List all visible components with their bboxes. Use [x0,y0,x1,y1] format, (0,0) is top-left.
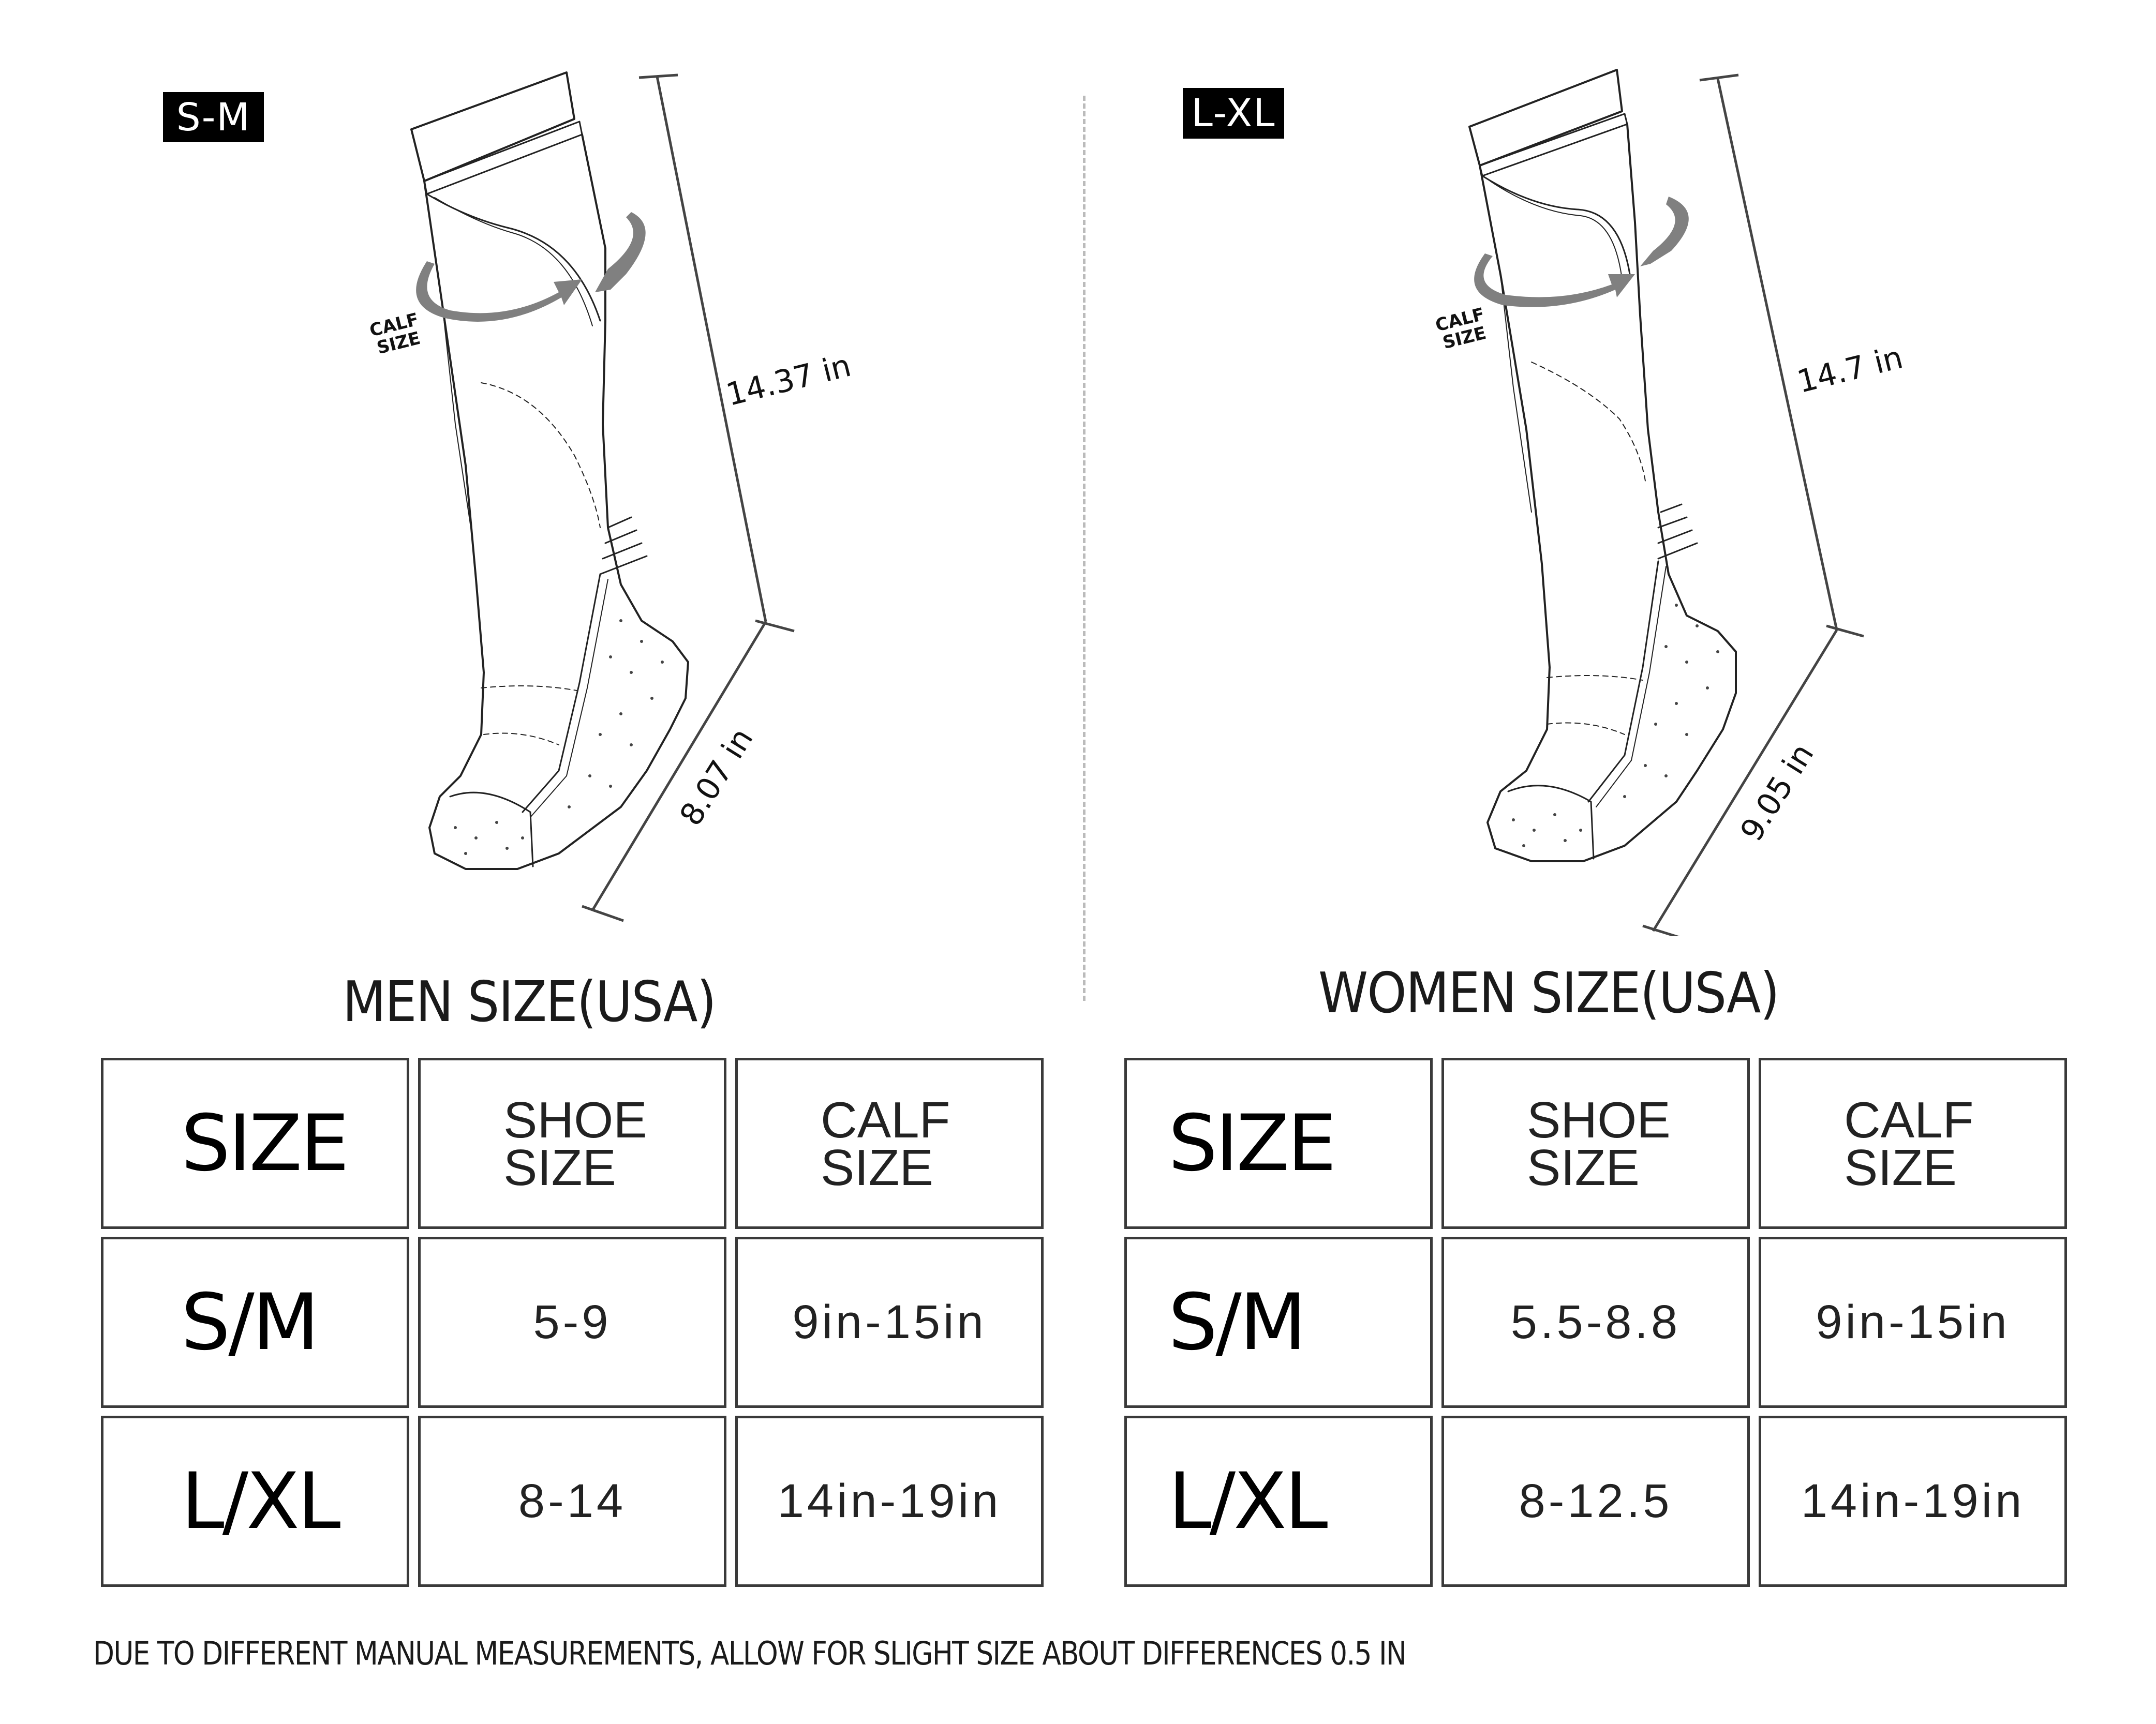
badge-label: S-M [176,95,251,140]
size-badge-s-m: S-M [163,92,264,142]
size-badge-l-xl: L-XL [1183,88,1284,139]
header-size: SIZE [101,1058,409,1229]
sock-illustration-s-m [410,71,795,922]
header-shoe-size: SHOE SIZE [1441,1058,1750,1229]
panel-divider [1083,96,1086,1001]
dimension-lines [1642,73,1864,936]
measurement-disclaimer: DUE TO DIFFERENT MANUAL MEASUREMENTS, AL… [93,1635,1407,1672]
row-size: S/M [101,1237,409,1408]
row-size: S/M [1124,1237,1433,1408]
women-size-table: SIZE SHOE SIZE CALF SIZE S/M 5.5-8.8 9in… [1124,1058,2067,1587]
row-shoe-size: 5-9 [418,1237,726,1408]
row-size: L/XL [1124,1416,1433,1587]
row-shoe-size: 8-14 [418,1416,726,1587]
header-calf-size: CALF SIZE [1759,1058,2067,1229]
row-calf-size: 14in-19in [735,1416,1044,1587]
calf-arrow-icon [416,212,646,322]
sock-illustration-l-xl [1468,69,1864,936]
badge-label: L-XL [1191,91,1276,136]
header-shoe-size: SHOE SIZE [418,1058,726,1229]
row-calf-size: 9in-15in [1759,1237,2067,1408]
row-size: L/XL [101,1416,409,1587]
row-calf-size: 9in-15in [735,1237,1044,1408]
header-calf-size: CALF SIZE [735,1058,1044,1229]
row-shoe-size: 8-12.5 [1441,1416,1750,1587]
calf-arrow-icon [1474,197,1689,307]
women-size-title: WOMEN SIZE(USA) [1318,961,1780,1026]
men-size-title: MEN SIZE(USA) [343,970,717,1035]
men-size-table: SIZE SHOE SIZE CALF SIZE S/M 5-9 9in-15i… [101,1058,1044,1587]
header-size: SIZE [1124,1058,1433,1229]
dimension-lines [582,73,795,922]
row-calf-size: 14in-19in [1759,1416,2067,1587]
row-shoe-size: 5.5-8.8 [1441,1237,1750,1408]
